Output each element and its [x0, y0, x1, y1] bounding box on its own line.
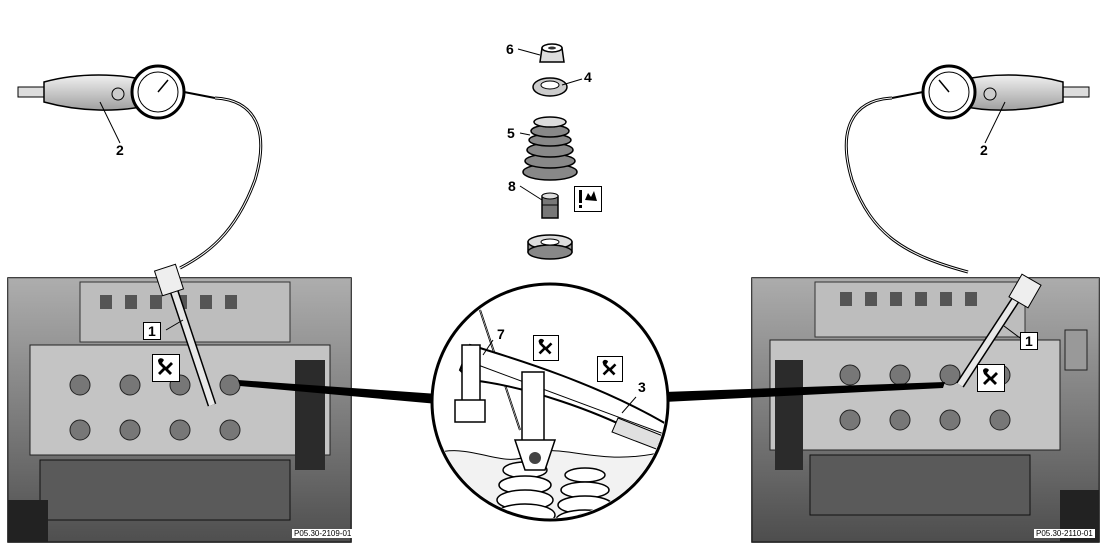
- callout-adapter-left: 1: [143, 322, 161, 340]
- callout-item-8: 8: [508, 178, 516, 194]
- right-tester-gauge: [844, 64, 1090, 274]
- detail-circle: [430, 282, 670, 522]
- tool-symbol-icon: [597, 356, 623, 382]
- detail-connectors: [238, 380, 945, 404]
- callout-adapter-right: 1: [1020, 332, 1038, 350]
- valve-stem-seal: [541, 192, 559, 219]
- left-engine-photo: [7, 263, 352, 543]
- warning-symbol-icon: [574, 186, 602, 212]
- tool-symbol-icon: [152, 354, 180, 382]
- left-tester-gauge: [17, 64, 263, 270]
- callout-item-7: 7: [497, 326, 505, 342]
- valve-keeper: [539, 43, 565, 63]
- spring-retainer: [532, 77, 568, 97]
- callout-item-6: 6: [506, 41, 514, 57]
- figure-ref-right: P05.30-2110-01: [1034, 529, 1095, 538]
- tool-symbol-icon: [533, 335, 559, 361]
- callout-gauge-left: 2: [116, 142, 124, 158]
- valve-spring: [522, 116, 578, 181]
- figure-ref-left: P05.30-2109-01: [292, 529, 354, 538]
- right-engine-photo: [751, 273, 1100, 543]
- spring-seat: [527, 234, 573, 260]
- valve-parts-exploded: [165, 43, 1021, 414]
- callout-item-3: 3: [638, 379, 646, 395]
- callout-item-5: 5: [507, 125, 515, 141]
- callout-item-4: 4: [584, 69, 592, 85]
- callout-gauge-right: 2: [980, 142, 988, 158]
- tool-symbol-icon: [977, 364, 1005, 392]
